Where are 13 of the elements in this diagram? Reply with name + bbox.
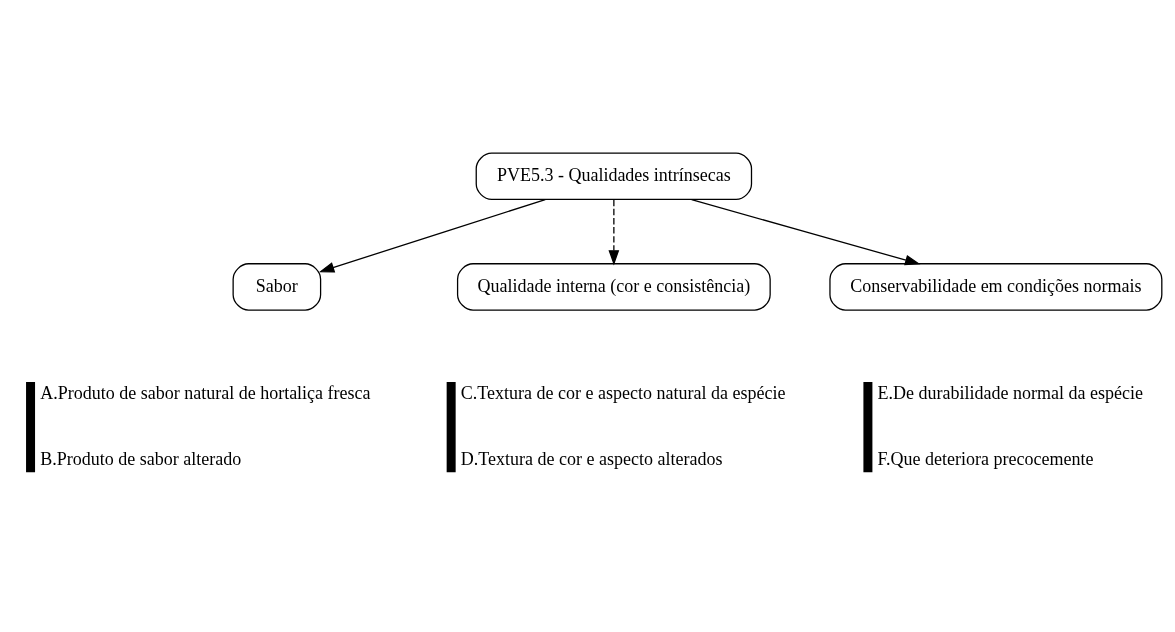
node-box: Conservabilidade em condições normais — [829, 262, 1163, 311]
label: A.Produto de sabor natural de hortaliça fresca — [40, 382, 371, 403]
arrow — [608, 198, 620, 266]
node-box: Qualidade interna (cor e consistência) — [456, 262, 771, 311]
arrow — [318, 198, 546, 273]
node-box: Sabor — [232, 262, 322, 311]
label: E.De durabilidade normal da espécie — [877, 382, 1143, 403]
label: F.Que deteriora precocemente — [877, 448, 1094, 469]
arrow — [691, 198, 921, 265]
label: C.Textura de cor e aspecto natural da espécie — [460, 382, 786, 403]
label: D.Textura de cor e aspecto alterados — [460, 448, 723, 469]
label: B.Produto de sabor alterado — [40, 448, 242, 469]
node-box: PVE5.3 - Qualidades intrínsecas — [475, 152, 753, 200]
